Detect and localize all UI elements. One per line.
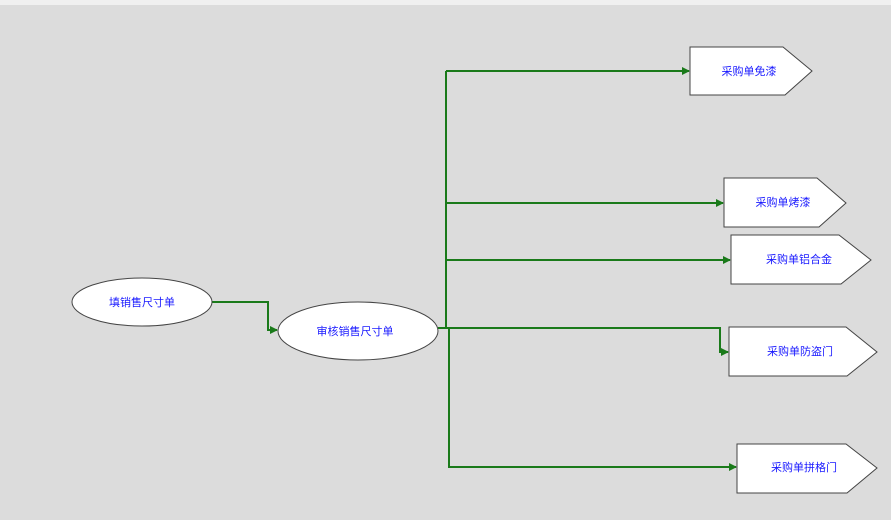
node-po-free-paint[interactable]: 采购单免漆 <box>689 46 813 96</box>
top-strip <box>0 0 891 5</box>
node-fill-sales-size[interactable]: 填销售尺寸单 <box>71 277 213 327</box>
node-label: 采购单免漆 <box>722 64 777 78</box>
node-label: 采购单铝合金 <box>766 252 832 266</box>
node-label: 采购单拼格门 <box>771 460 837 474</box>
node-label: 填销售尺寸单 <box>109 295 175 309</box>
node-po-baked-paint[interactable]: 采购单烤漆 <box>723 177 847 228</box>
node-po-security-door[interactable]: 采购单防盗门 <box>728 326 878 377</box>
node-review-sales-size[interactable]: 审核销售尺寸单 <box>277 301 439 361</box>
edge-fill-to-review <box>212 301 278 334</box>
node-label: 采购单防盗门 <box>767 344 833 358</box>
edge-to-security-door <box>438 327 729 356</box>
edge-trunk-upper <box>438 71 447 329</box>
node-label: 采购单烤漆 <box>756 195 811 209</box>
node-po-assembled-door[interactable]: 采购单拼格门 <box>736 443 878 494</box>
node-po-aluminum-alloy[interactable]: 采购单铝合金 <box>730 234 872 285</box>
node-label: 审核销售尺寸单 <box>317 324 394 338</box>
edge-to-assembled-door <box>448 328 737 471</box>
